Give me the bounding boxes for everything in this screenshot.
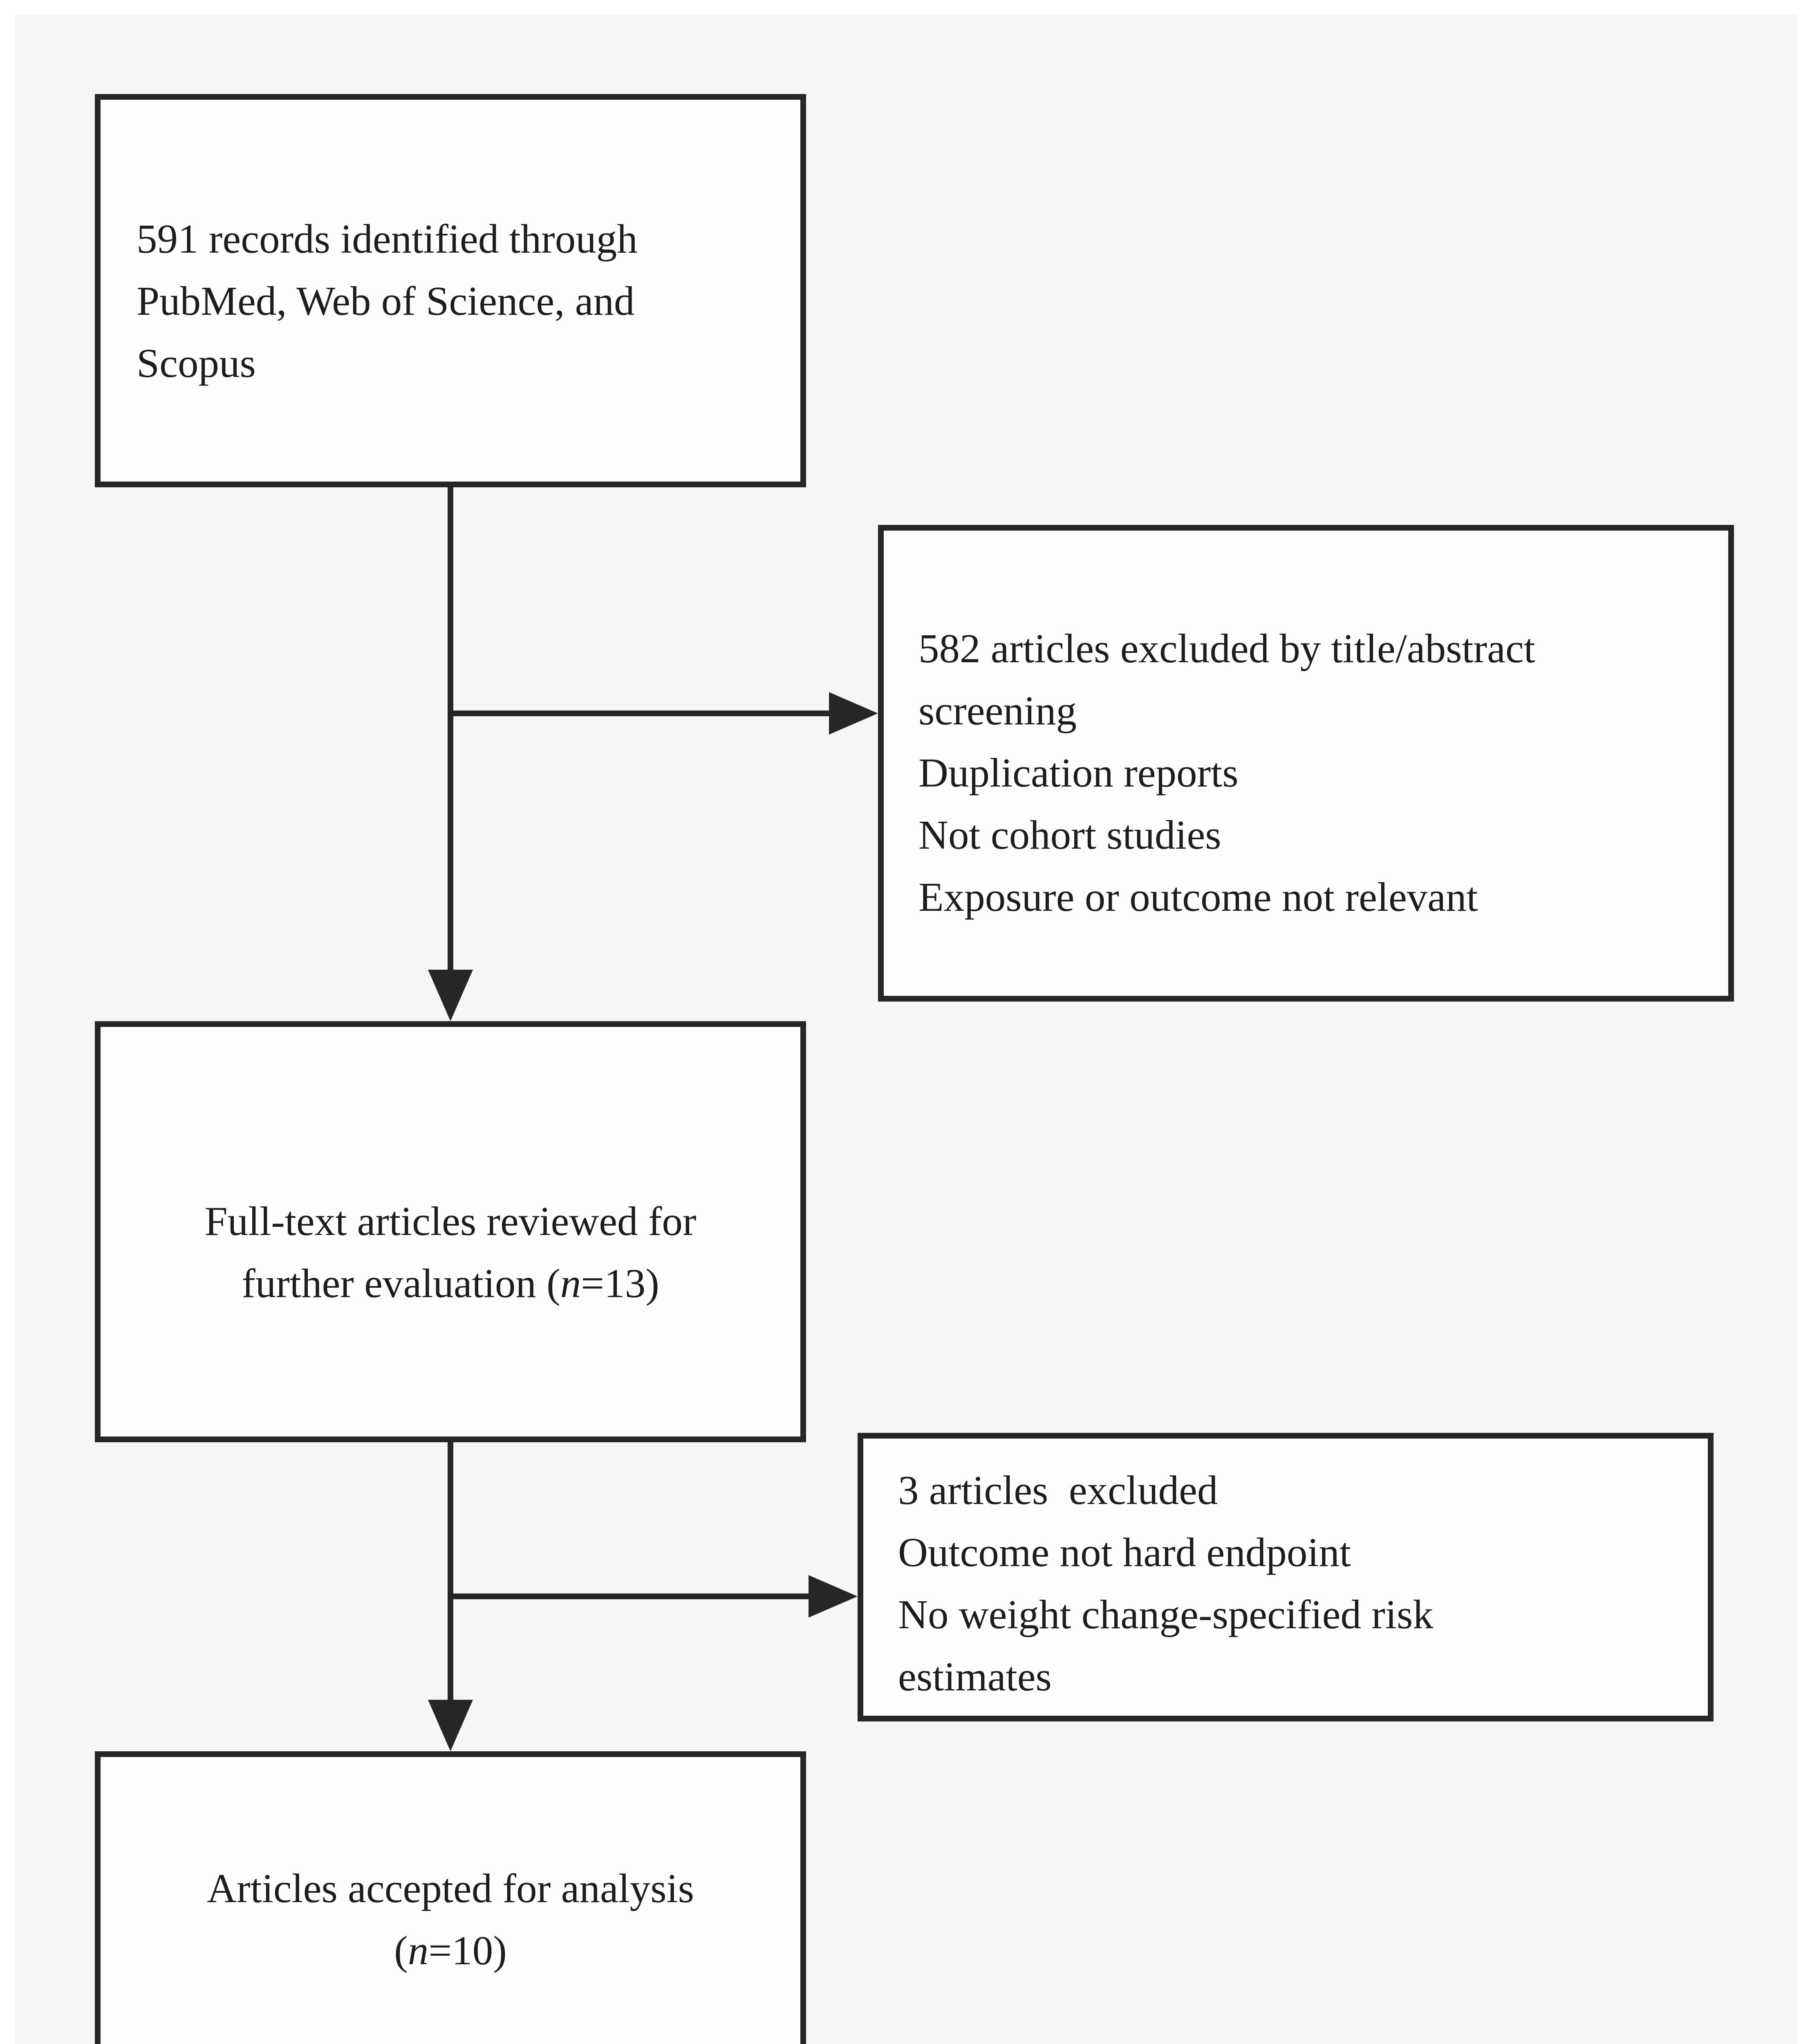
- box-excluded-title-abstract-line: Exposure or outcome not relevant: [918, 874, 1478, 920]
- connector-horizontal-1: [450, 710, 833, 716]
- box-excluded-fulltext: 3 articles excluded Outcome not hard end…: [858, 1433, 1714, 1721]
- box-excluded-title-abstract-line: Not cohort studies: [918, 811, 1221, 858]
- arrow-down-icon: [428, 1700, 473, 1751]
- accepted-count-prefix: (: [394, 1927, 408, 1973]
- box-fulltext-reviewed-line: Full-text articles reviewed for: [204, 1198, 697, 1244]
- connector-vertical-2: [448, 1441, 453, 1705]
- fulltext-count-suffix: =13): [581, 1260, 659, 1306]
- arrow-right-icon: [829, 692, 878, 735]
- box-articles-accepted-line: (n=10): [105, 1919, 796, 1981]
- box-articles-accepted: Articles accepted for analysis (n=10): [95, 1751, 806, 2044]
- box-excluded-fulltext-line: No weight change-specified risk: [898, 1591, 1434, 1637]
- box-records-identified-line: PubMed, Web of Science, and: [137, 278, 635, 324]
- box-records-identified: 591 records identified through PubMed, W…: [95, 94, 806, 487]
- fulltext-count-prefix: further evaluation (: [242, 1260, 560, 1306]
- box-fulltext-reviewed: Full-text articles reviewed for further …: [95, 1021, 806, 1442]
- accepted-count-n: n: [408, 1927, 429, 1973]
- box-excluded-title-abstract-line: 582 articles excluded by title/abstract: [918, 625, 1535, 671]
- box-excluded-title-abstract-line: screening: [918, 687, 1077, 733]
- box-records-identified-line: 591 records identified through: [137, 216, 638, 262]
- box-fulltext-reviewed-line: further evaluation (n=13): [105, 1252, 796, 1314]
- box-excluded-title-abstract: 582 articles excluded by title/abstract …: [878, 525, 1734, 1002]
- box-excluded-title-abstract-line: Duplication reports: [918, 749, 1239, 796]
- box-articles-accepted-line: Articles accepted for analysis: [207, 1865, 694, 1911]
- connector-horizontal-2: [450, 1594, 812, 1599]
- accepted-count-suffix: =10): [428, 1927, 507, 1973]
- connector-vertical-1: [448, 486, 453, 975]
- box-excluded-fulltext-line: 3 articles excluded: [898, 1467, 1218, 1513]
- arrow-right-icon: [809, 1575, 858, 1618]
- box-excluded-fulltext-line: Outcome not hard endpoint: [898, 1529, 1351, 1575]
- box-excluded-fulltext-line: estimates: [898, 1654, 1052, 1699]
- box-records-identified-line: Scopus: [137, 340, 256, 386]
- fulltext-count-n: n: [560, 1260, 581, 1306]
- arrow-down-icon: [428, 970, 473, 1021]
